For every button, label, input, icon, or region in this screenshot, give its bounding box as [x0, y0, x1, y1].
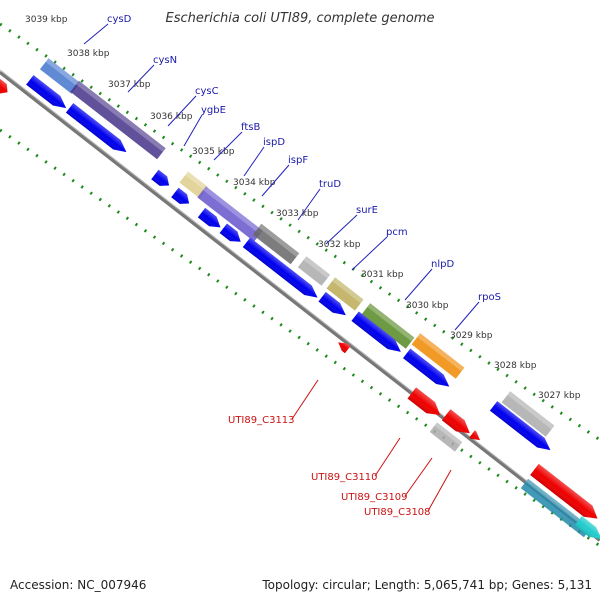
- gene-bar-pcm[interactable]: [361, 303, 415, 349]
- kbp-label: 3038 kbp: [67, 49, 110, 59]
- rna-reverse-2[interactable]: [407, 387, 444, 420]
- gene-bar-ftsB[interactable]: [197, 186, 263, 242]
- gene-label-cysN[interactable]: cysN: [153, 55, 177, 66]
- gene-bar-reverse[interactable]: [429, 422, 463, 452]
- kbp-label: 3030 kbp: [406, 301, 449, 311]
- gene-bar-cysN[interactable]: [70, 80, 166, 160]
- kbp-label: 3036 kbp: [150, 112, 193, 122]
- rna-feature-edge[interactable]: [0, 78, 11, 97]
- kbp-label: 3034 kbp: [233, 178, 276, 188]
- features: [0, 58, 600, 544]
- gene-label-ispF[interactable]: ispF: [288, 155, 308, 166]
- kbp-label: 3029 kbp: [450, 331, 493, 341]
- rna-reverse-3[interactable]: [441, 409, 474, 438]
- cds-forward-2[interactable]: [65, 103, 130, 157]
- cds-forward-10[interactable]: [403, 348, 453, 392]
- rna-reverse-4[interactable]: [469, 430, 482, 443]
- gene-bar-truD[interactable]: [297, 256, 331, 286]
- gene-label-ygbE[interactable]: ygbE: [201, 105, 226, 116]
- cds-forward-4[interactable]: [171, 187, 193, 209]
- topology-text: Topology: circular; Length: 5,065,741 bp…: [262, 578, 592, 592]
- cds-forward-7[interactable]: [242, 237, 321, 303]
- kbp-label: 3028 kbp: [494, 361, 537, 371]
- gene-label-nlpD[interactable]: nlpD: [431, 259, 454, 270]
- gene-label-UTI89_C3108[interactable]: UTI89_C3108: [364, 507, 431, 518]
- kbp-label: 3027 kbp: [538, 391, 581, 401]
- kbp-labels: 3039 kbp 3038 kbp 3037 kbp 3036 kbp 3035 kbp…: [25, 15, 581, 401]
- gene-bar-surE[interactable]: [326, 277, 364, 311]
- gene-bar-rpoS[interactable]: [501, 391, 555, 437]
- inner-tick-track: [0, 128, 600, 548]
- genome-backbone: [0, 70, 600, 542]
- gene-label-cysC[interactable]: cysC: [195, 86, 219, 97]
- gene-label-cysD[interactable]: cysD: [107, 14, 132, 25]
- cds-forward-9[interactable]: [351, 311, 404, 356]
- kbp-label: 3033 kbp: [276, 209, 319, 219]
- gene-label-ispD[interactable]: ispD: [263, 137, 285, 148]
- gene-label-truD[interactable]: truD: [319, 179, 341, 190]
- accession-text: Accession: NC_007946: [10, 578, 147, 592]
- gene-label-UTI89_C3113[interactable]: UTI89_C3113: [228, 415, 295, 426]
- map-title: Escherichia coli UTI89, complete genome: [166, 11, 435, 26]
- cds-forward-8[interactable]: [318, 292, 349, 320]
- gene-label-surE[interactable]: surE: [356, 205, 378, 216]
- gene-bar-ygbE[interactable]: [179, 171, 209, 199]
- kbp-label: 3039 kbp: [25, 15, 68, 25]
- outer-tick-track: [0, 22, 600, 442]
- cds-forward-1[interactable]: [26, 75, 70, 113]
- cds-cyan-edge[interactable]: [574, 516, 600, 544]
- gene-label-UTI89_C3109[interactable]: UTI89_C3109: [341, 492, 408, 503]
- cds-forward-5[interactable]: [197, 207, 224, 232]
- gene-label-rpoS[interactable]: rpoS: [478, 292, 501, 303]
- kbp-label: 3035 kbp: [192, 147, 235, 157]
- gene-bar-cyan-1[interactable]: [520, 478, 592, 538]
- kbp-label: 3037 kbp: [108, 80, 151, 90]
- gene-bar-ispF[interactable]: [252, 223, 300, 265]
- cds-forward-6[interactable]: [219, 223, 245, 247]
- gene-label-UTI89_C3110[interactable]: UTI89_C3110: [311, 472, 378, 483]
- kbp-label: 3031 kbp: [361, 270, 404, 280]
- gene-label-pcm[interactable]: pcm: [386, 227, 408, 238]
- cds-forward-3[interactable]: [151, 169, 173, 191]
- cds-forward-11[interactable]: [489, 401, 554, 455]
- gene-label-ftsB[interactable]: ftsB: [241, 122, 260, 133]
- gene-bar-cysD[interactable]: [39, 58, 81, 94]
- gene-bar-nlpD[interactable]: [411, 333, 465, 379]
- rna-reverse-1[interactable]: [336, 339, 351, 354]
- kbp-label: 3032 kbp: [318, 240, 361, 250]
- rna-reverse-5[interactable]: [530, 463, 600, 524]
